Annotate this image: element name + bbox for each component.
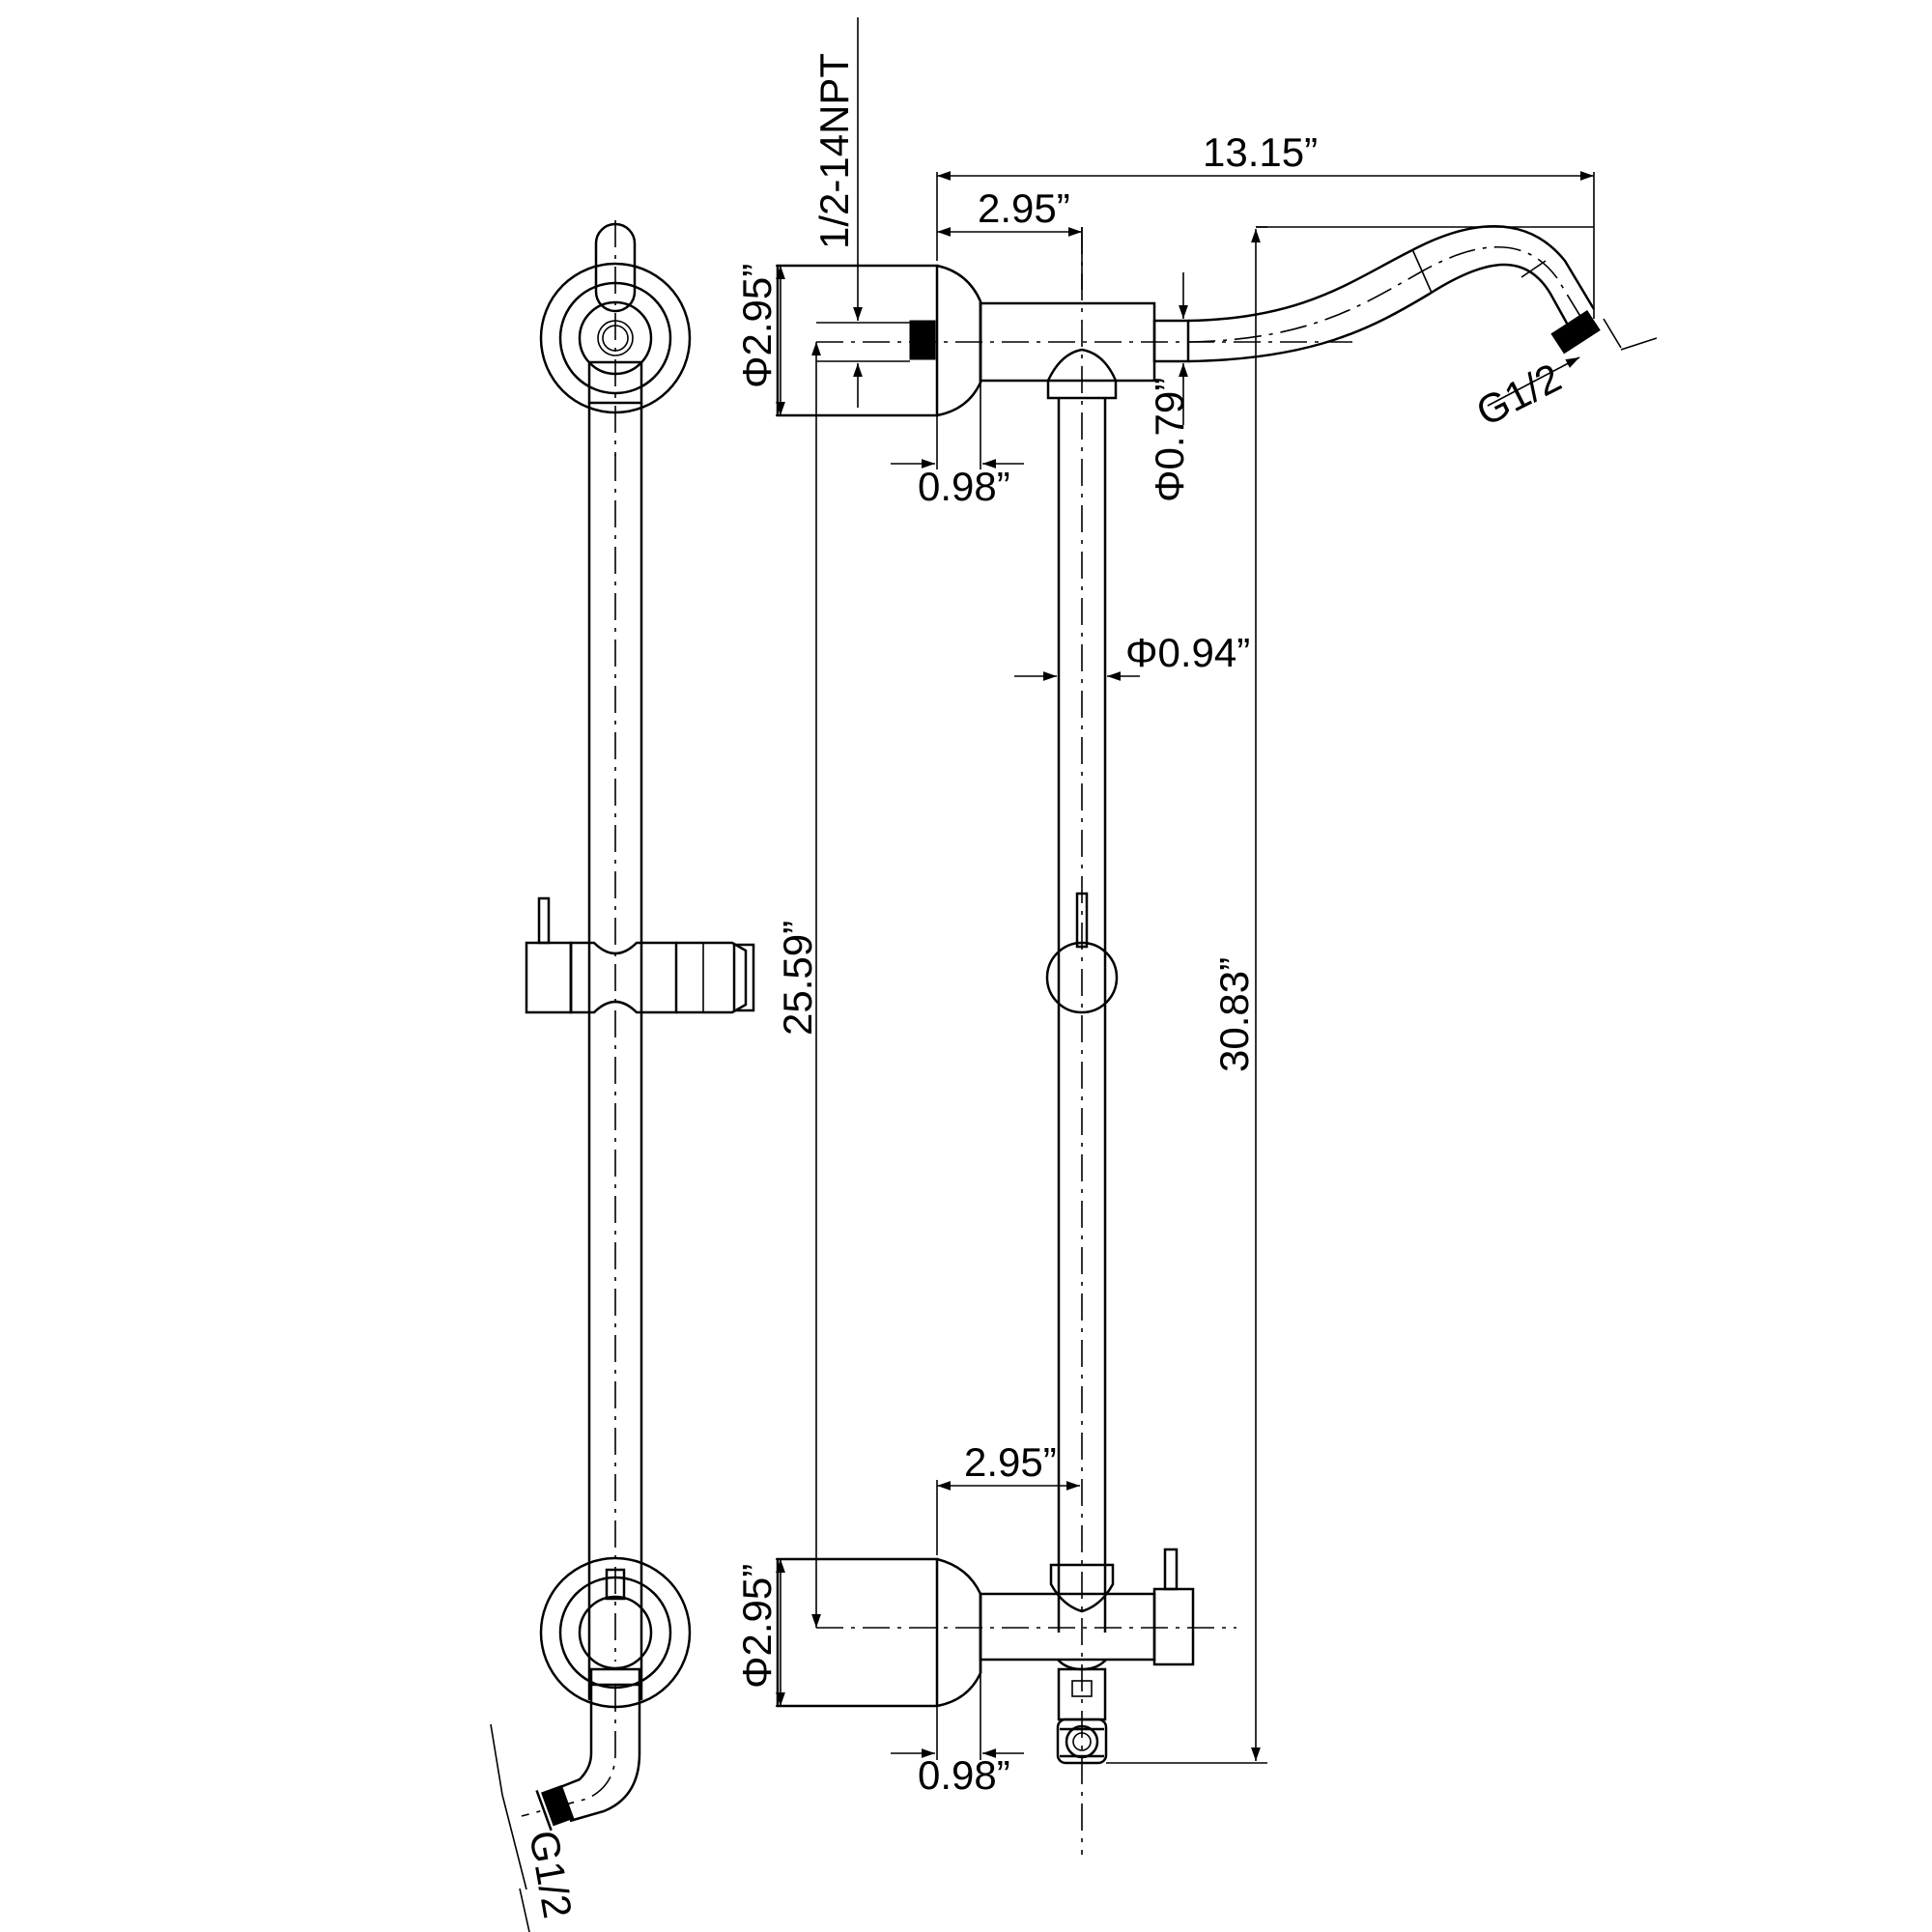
label-top-offset: 2.95” — [978, 185, 1070, 231]
dimension-labels: 13.15” 2.95” Φ2.95” 1/2-14NPT 0.98” Φ0.7… — [521, 53, 1568, 1921]
label-top-flange-dia: Φ2.95” — [734, 264, 780, 388]
label-overall-width: 13.15” — [1203, 129, 1318, 175]
label-bottom-offset: 2.95” — [964, 1439, 1057, 1485]
front-view — [490, 220, 755, 1932]
label-thread-npt: 1/2-14NPT — [811, 53, 857, 249]
label-outlet-thread-top: G1/2 — [1469, 355, 1568, 435]
label-top-flange-depth: 0.98” — [918, 464, 1010, 509]
label-arm-dia: Φ0.79” — [1147, 378, 1192, 502]
slider-holder — [525, 896, 755, 1014]
dimension-lines — [776, 17, 1658, 1764]
label-overall-height: 30.83” — [1211, 957, 1257, 1072]
label-bottom-flange-depth: 0.98” — [918, 1752, 1010, 1798]
label-outlet-thread-bottom: G1/2 — [521, 1827, 581, 1921]
label-bar-centers: 25.59” — [775, 921, 820, 1036]
label-bar-dia: Φ0.94” — [1125, 630, 1250, 675]
label-bottom-flange-dia: Φ2.95” — [734, 1564, 780, 1689]
